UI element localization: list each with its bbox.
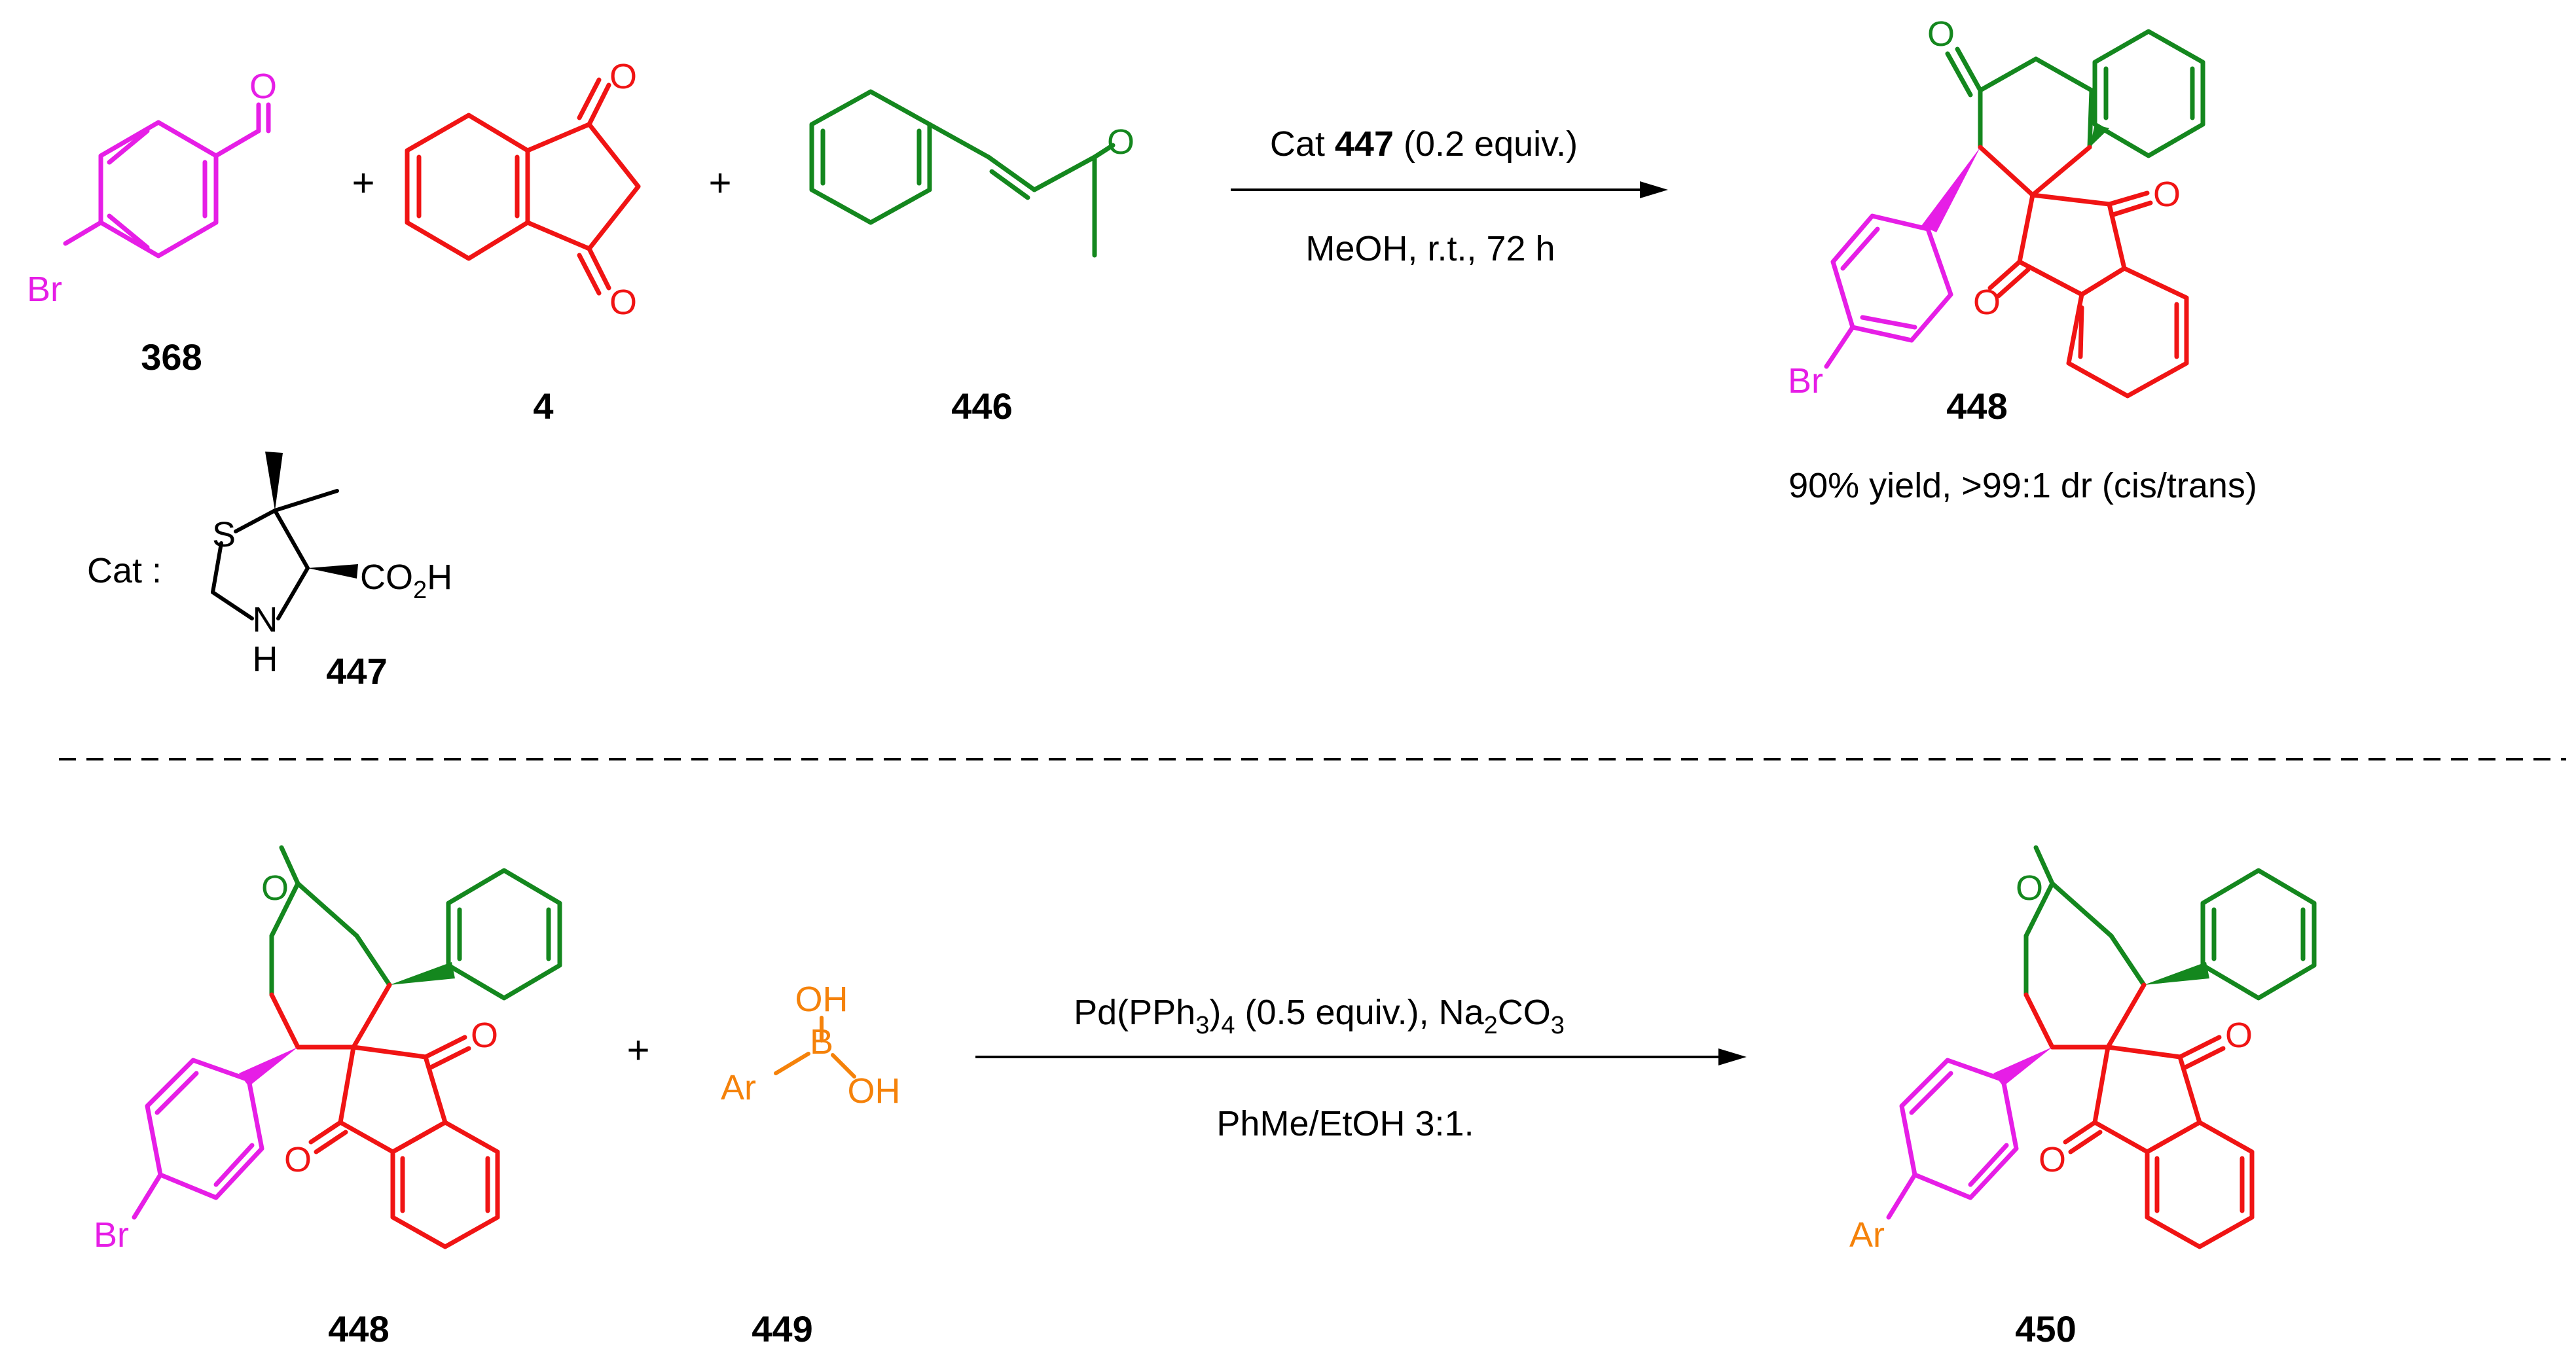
compound-448-structure — [132, 845, 562, 1249]
reaction2-reagent: Pd(PPh3)4 (0.5 equiv.), Na2CO3 — [1074, 993, 1565, 1039]
atom-O: O — [2225, 1016, 2253, 1055]
arrowhead — [1640, 181, 1668, 198]
compound-450-structure — [1886, 845, 2317, 1249]
atom-OH: OH — [795, 980, 848, 1019]
atom-H: H — [253, 639, 278, 679]
atom-O: O — [1927, 14, 1955, 54]
compound-label-450: 450 — [2015, 1308, 2076, 1349]
atom-O: O — [2039, 1140, 2066, 1179]
compound-label-449: 449 — [752, 1308, 812, 1349]
atom-O: O — [261, 868, 289, 908]
arrowhead — [1718, 1048, 1747, 1065]
plus-sign: + — [708, 161, 731, 205]
compound-label-448: 448 — [328, 1308, 389, 1349]
wedge-bond — [265, 452, 283, 510]
plus-sign: + — [626, 1028, 649, 1072]
compound-label-447: 447 — [326, 651, 387, 692]
atom-O: O — [1107, 122, 1134, 162]
compound-label-368: 368 — [141, 336, 202, 378]
atom-O: O — [1973, 283, 2001, 322]
reaction1-conditions: MeOH, r.t., 72 h — [1305, 229, 1555, 268]
atom-S: S — [212, 515, 236, 554]
atom-Br: Br — [1788, 361, 1823, 401]
compound-4-structure — [405, 77, 641, 296]
compound-label-448: 448 — [1946, 385, 2007, 427]
atom-Ar: Ar — [1849, 1215, 1885, 1255]
catalyst-label: Cat : — [87, 551, 162, 590]
atom-O: O — [284, 1140, 312, 1179]
carboxylic-acid-group: CO2H — [360, 558, 452, 604]
atom-O: O — [471, 1016, 498, 1055]
wedge-bond — [308, 564, 358, 579]
plus-sign: + — [352, 161, 374, 205]
atom-Br: Br — [94, 1215, 129, 1255]
atom-O: O — [609, 57, 637, 96]
compound-449-structure — [774, 1016, 856, 1079]
reaction1-result: 90% yield, >99:1 dr (cis/trans) — [1788, 466, 2257, 505]
compound-448-structure — [1824, 29, 2205, 399]
compound-label-4: 4 — [533, 385, 553, 427]
reaction1-reagent: Cat 447 (0.2 equiv.) — [1270, 124, 1578, 164]
atom-OH: OH — [848, 1071, 901, 1111]
catalyst-447-structure — [211, 489, 339, 620]
compound-446-structure — [809, 89, 1116, 258]
atom-O: O — [249, 67, 277, 106]
atom-N: N — [253, 600, 278, 639]
reaction2-conditions: PhMe/EtOH 3:1. — [1216, 1104, 1474, 1143]
atom-B: B — [810, 1022, 833, 1062]
atom-Ar: Ar — [721, 1068, 756, 1107]
compound-368-structure — [63, 102, 271, 259]
compound-label-446: 446 — [951, 385, 1012, 427]
atom-O: O — [609, 283, 637, 322]
atom-O: O — [2153, 175, 2181, 214]
atom-O: O — [2016, 868, 2043, 908]
atom-Br: Br — [27, 270, 62, 309]
